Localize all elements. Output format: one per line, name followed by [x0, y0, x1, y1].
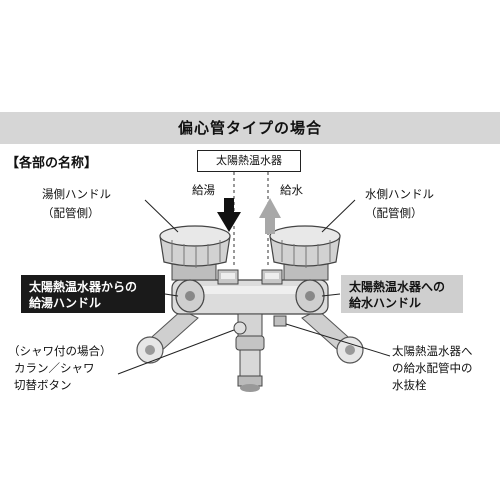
cold-handle-leader — [321, 199, 356, 233]
solar-hot-handle-callout: 太陽熱温水器からの 給湯ハンドル — [21, 275, 165, 313]
shower-note-line3: 切替ボタン — [14, 378, 72, 392]
hot-flow-arrow-icon — [217, 198, 241, 232]
shower-note-line1: （シャワ付の場合） — [8, 344, 112, 358]
shower-note-line2: カラン／シャワ — [14, 361, 95, 375]
hot-handle-label: 湯側ハンドル — [42, 187, 111, 201]
hot-handle[interactable] — [159, 225, 231, 281]
drain-plug[interactable] — [273, 315, 287, 327]
cold-flow-arrow-icon — [259, 198, 281, 234]
cold-supply-label: 給水 — [280, 183, 303, 197]
callout-right-line1: 太陽熱温水器への — [349, 280, 446, 294]
drain-note-line1: 太陽熱温水器へ — [392, 344, 473, 358]
cold-handle[interactable] — [269, 225, 341, 281]
hot-handle-leader — [144, 199, 179, 233]
title-band — [0, 112, 500, 144]
right-eccentric-pipe — [301, 309, 364, 364]
section-heading: 【各部の名称】 — [6, 156, 98, 171]
left-eccentric-pipe — [136, 309, 199, 364]
cold-handle-sublabel: （配管側） — [365, 206, 423, 220]
faucet-body — [171, 269, 329, 315]
shower-switch-button[interactable] — [233, 321, 247, 335]
hot-handle-sublabel: （配管側） — [42, 206, 100, 220]
callout-left-line1: 太陽熱温水器からの — [29, 280, 138, 294]
drain-leader — [285, 323, 391, 357]
callout-right-line2: 給水ハンドル — [349, 296, 422, 310]
callout-left-line2: 給湯ハンドル — [29, 296, 102, 310]
solar-heater-label: 太陽熱温水器 — [197, 150, 301, 172]
solar-cold-handle-callout: 太陽熱温水器への 給水ハンドル — [341, 275, 463, 313]
callout-right-leader — [321, 293, 341, 297]
page-title: 偏心管タイプの場合 — [177, 119, 322, 137]
drain-note-line3: 水抜栓 — [392, 378, 427, 392]
solar-cold-handle[interactable] — [295, 279, 325, 313]
hot-supply-label: 給湯 — [192, 183, 215, 197]
drain-note-line2: の給水配管中の — [392, 361, 473, 375]
solar-hot-handle[interactable] — [175, 279, 205, 313]
cold-handle-label: 水側ハンドル — [365, 187, 434, 201]
callout-left-leader — [164, 293, 179, 297]
shower-leader — [117, 329, 235, 375]
